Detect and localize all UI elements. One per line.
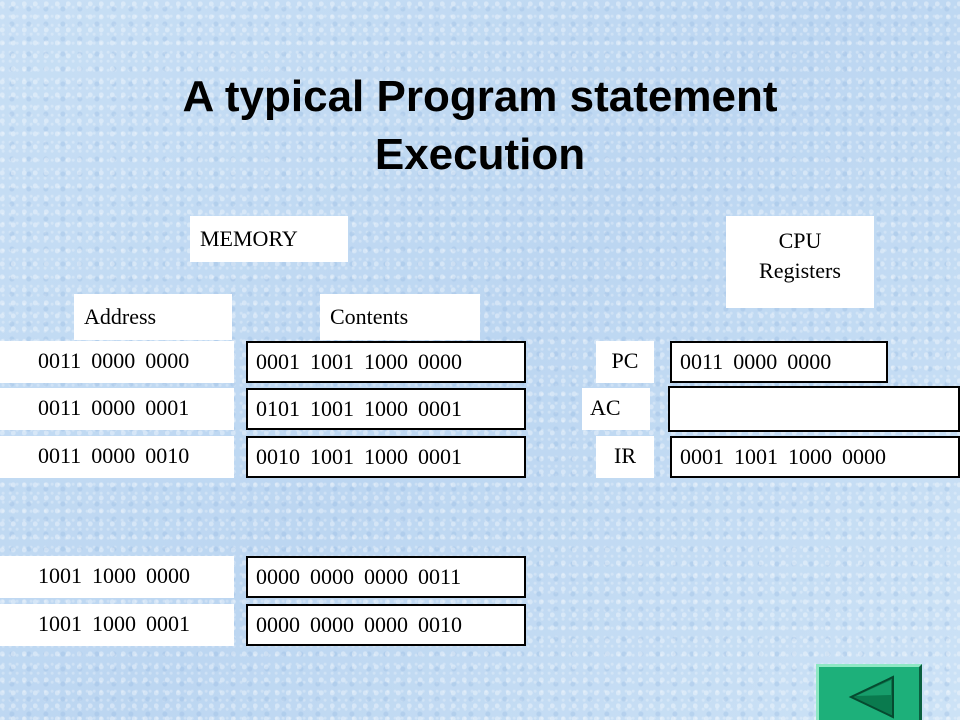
register-label-pc: PC xyxy=(596,341,654,383)
register-label-ir: IR xyxy=(596,436,654,478)
cpu-label-line1: CPU xyxy=(778,228,822,253)
memory-label: MEMORY xyxy=(190,216,348,262)
back-nav-button[interactable] xyxy=(816,664,922,720)
back-triangle-icon xyxy=(848,675,894,719)
register-label-ac: AC xyxy=(582,388,650,430)
address-header: Address xyxy=(74,294,232,340)
contents-header: Contents xyxy=(320,294,480,340)
slide-title-line1: A typical Program statement xyxy=(182,72,778,121)
slide-title: A typical Program statement Execution xyxy=(0,68,960,184)
cpu-label-line2: Registers xyxy=(759,258,841,283)
register-ac-value xyxy=(668,386,960,432)
slide-title-line2: Execution xyxy=(374,130,586,179)
cpu-registers-label: CPU Registers xyxy=(726,216,874,308)
